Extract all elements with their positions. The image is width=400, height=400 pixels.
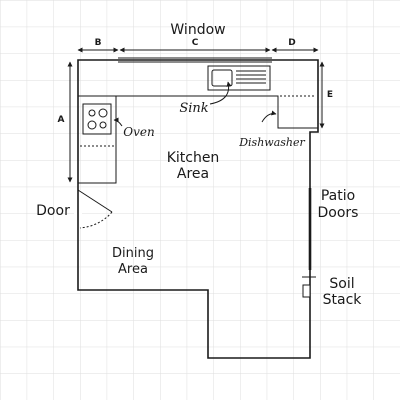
sink — [207, 65, 271, 91]
soil-stack — [302, 276, 316, 298]
dining-area-label-line2: Area — [118, 262, 148, 277]
sink-label: Sink — [179, 101, 208, 116]
oven — [82, 103, 112, 135]
dimension-d: D — [271, 38, 319, 53]
dimension-e-label: E — [327, 90, 333, 100]
dimension-e: E — [319, 61, 333, 129]
dining-area-label-line1: Dining — [112, 246, 154, 261]
patio-doors-label-line2: Doors — [318, 205, 359, 221]
dimension-b-label: B — [95, 38, 102, 48]
dishwasher-label: Dishwasher — [238, 136, 305, 149]
dimension-b: B — [77, 38, 119, 53]
sink-pointer — [209, 81, 232, 105]
door-label: Door — [36, 203, 70, 219]
dimension-d-label: D — [288, 38, 295, 48]
kitchen-area-label-line1: Kitchen — [167, 150, 220, 166]
dimension-c: C — [119, 38, 271, 53]
patio-doors-label-line1: Patio — [321, 188, 355, 204]
dimension-a: A — [58, 61, 73, 183]
counter-tops — [78, 95, 318, 184]
oven-label: Oven — [123, 125, 154, 139]
soil-stack-label-line2: Stack — [323, 292, 363, 308]
dimension-c-label: C — [192, 38, 199, 48]
window-label: Window — [170, 22, 225, 38]
window — [118, 57, 272, 63]
dishwasher-pointer — [261, 110, 277, 123]
oven-pointer — [113, 117, 123, 127]
room-outline — [77, 59, 319, 359]
door-swing — [74, 189, 113, 229]
soil-stack-label-line1: Soil — [329, 276, 354, 292]
kitchen-area-label-line2: Area — [177, 166, 209, 182]
dimension-a-label: A — [58, 115, 65, 125]
